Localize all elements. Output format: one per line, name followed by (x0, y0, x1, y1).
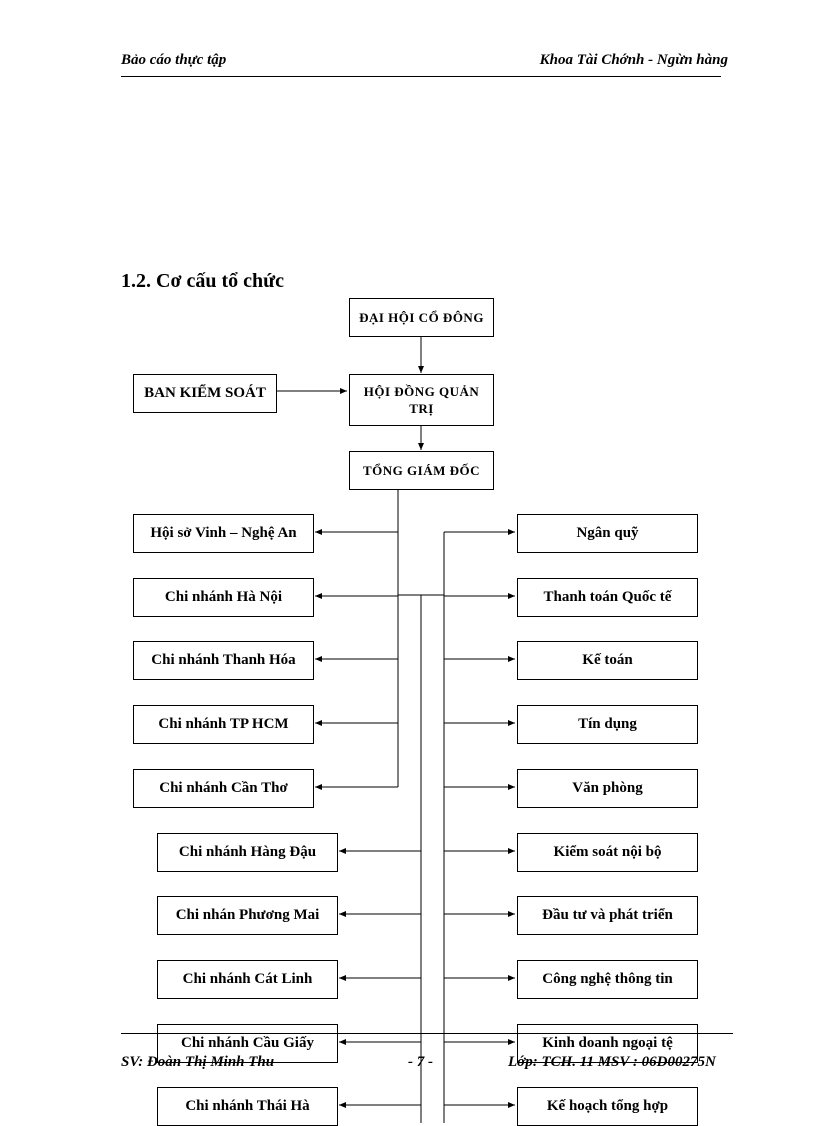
box-board-of-directors: HỘI ĐỒNG QUẢN TRỊ (349, 374, 494, 426)
branch-box: Chi nhánh Hàng Đậu (157, 833, 338, 872)
department-box: Kiểm soát nội bộ (517, 833, 698, 872)
branch-box: Chi nhánh Cát Linh (157, 960, 338, 999)
department-box: Kinh doanh ngoại tệ (517, 1024, 698, 1063)
header-left: Bảo cáo thực tập (121, 52, 227, 68)
department-box: Văn phòng (517, 769, 698, 808)
department-box: Kế toán (517, 641, 698, 680)
branch-box: Chi nhánh Cần Thơ (133, 769, 314, 808)
footer-page-number: - 7 - (408, 1054, 433, 1070)
branch-box: Chi nhánh Hà Nội (133, 578, 314, 617)
header-rule (121, 76, 721, 77)
footer-student: SV: Đoàn Thị Minh Thu (121, 1054, 275, 1070)
branch-box: Chi nhánh Thanh Hóa (133, 641, 314, 680)
footer-rule (121, 1033, 733, 1034)
branch-box: Chi nhánh TP HCM (133, 705, 314, 744)
section-title: 1.2. Cơ cấu tổ chức (121, 270, 285, 292)
header-right: Khoa Tài Chớnh - Ngừn hàng (539, 52, 728, 68)
department-box: Đầu tư và phát triển (517, 896, 698, 935)
box-supervisory-board: BAN KIỂM SOÁT (133, 374, 277, 413)
box-general-director: TỔNG GIÁM ĐỐC (349, 451, 494, 490)
department-box: Công nghệ thông tin (517, 960, 698, 999)
branch-box: Chi nhánh Cầu Giấy (157, 1024, 338, 1063)
department-box: Kế hoạch tổng hợp (517, 1087, 698, 1126)
box-shareholders-meeting: ĐẠI HỘI CỔ ĐÔNG (349, 298, 494, 337)
department-box: Thanh toán Quốc tế (517, 578, 698, 617)
footer-class: Lớp: TCH. 11 MSV : 06D00275N (508, 1054, 716, 1070)
branch-box: Chi nhán Phương Mai (157, 896, 338, 935)
department-box: Tín dụng (517, 705, 698, 744)
branch-box: Hội sở Vinh – Nghệ An (133, 514, 314, 553)
department-box: Ngân quỹ (517, 514, 698, 553)
branch-box: Chi nhánh Thái Hà (157, 1087, 338, 1126)
